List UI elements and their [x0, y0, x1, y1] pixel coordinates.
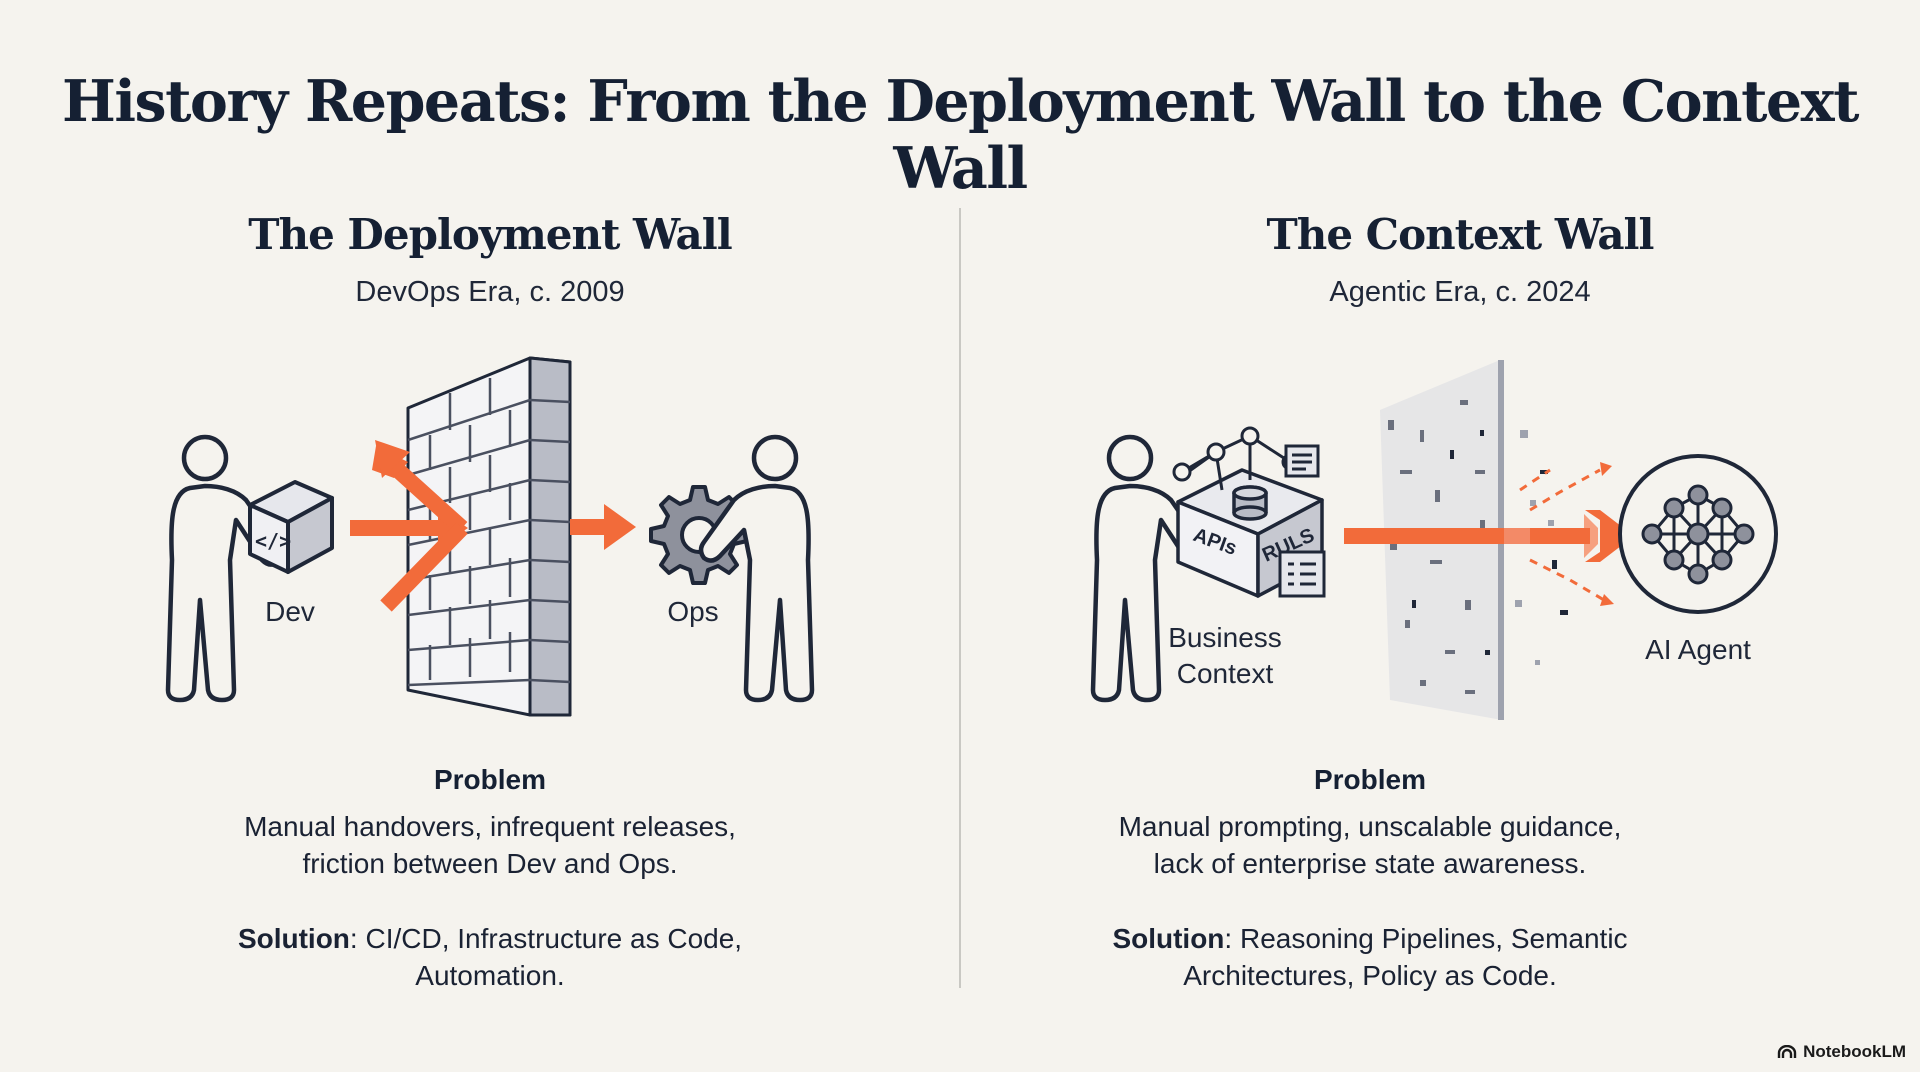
era-devops: DevOps Era, c. 2009	[355, 276, 625, 308]
ai-agent-icon	[1618, 454, 1778, 614]
solution-line: Solution: CI/CD, Infrastructure as Code,	[160, 920, 820, 957]
problem-line: Manual handovers, infrequent releases,	[244, 811, 736, 842]
dashed-arrows-icon	[1519, 468, 1605, 602]
problem-line: friction between Dev and Ops.	[302, 848, 678, 879]
context-illustration: APIs RULS	[1090, 360, 1778, 720]
main-arrow-head-icon	[1600, 510, 1634, 562]
main-title: History Repeats: From the Deployment Wal…	[62, 68, 1859, 202]
era-agentic: Agentic Era, c. 2024	[1329, 276, 1591, 308]
problem-heading-left: Problem	[433, 764, 547, 795]
label-dev: Dev	[265, 596, 315, 627]
label-business-line: Business	[1168, 622, 1282, 653]
pass-arrow-icon	[570, 504, 636, 550]
problem-text-right: Manual prompting, unscalable guidance, l…	[1060, 808, 1680, 882]
code-box-icon: </>	[248, 480, 334, 574]
brand-notebooklm: NotebookLM	[1777, 1042, 1906, 1062]
deployment-wall-panel: The Deployment Wall DevOps Era, c. 2009 …	[160, 210, 820, 994]
panel-title-deployment: The Deployment Wall	[248, 210, 732, 259]
label-context-line: Context	[1176, 658, 1274, 689]
problem-line: lack of enterprise state awareness.	[1153, 848, 1587, 879]
solution-line: Architectures, Policy as Code.	[1183, 960, 1557, 991]
brand-name: NotebookLM	[1803, 1042, 1906, 1061]
solution-label: Solution	[237, 923, 350, 954]
problem-line: Manual prompting, unscalable guidance,	[1118, 811, 1622, 842]
deployment-illustration: </>	[165, 356, 815, 717]
dashed-arrow-heads-icon	[1600, 462, 1614, 606]
problem-text-left: Manual handovers, infrequent releases, f…	[160, 808, 820, 882]
label-business-context: Business Context	[1140, 620, 1310, 692]
solution-text-right: Solution: Reasoning Pipelines, Semantic …	[1060, 920, 1680, 994]
solution-value: : Reasoning Pipelines, Semantic	[1224, 923, 1628, 954]
solution-line: Solution: Reasoning Pipelines, Semantic	[1060, 920, 1680, 957]
solution-value: : CI/CD, Infrastructure as Code,	[349, 923, 743, 954]
problem-heading-right: Problem	[1313, 764, 1427, 795]
solution-label: Solution	[1112, 923, 1225, 954]
brick-wall-icon	[406, 356, 572, 717]
solution-text-left: Solution: CI/CD, Infrastructure as Code,…	[160, 920, 820, 994]
context-arrow-icon	[1344, 510, 1600, 562]
center-divider	[959, 208, 961, 988]
list-document-icon	[1278, 550, 1326, 598]
label-ops: Ops	[667, 596, 719, 627]
ops-person-icon	[698, 434, 815, 703]
context-wall-panel: The Context Wall Agentic Era, c. 2024 AP…	[960, 0, 1920, 1072]
document-icon	[1284, 444, 1320, 478]
dev-person-icon	[165, 434, 284, 703]
code-symbol: </>	[255, 529, 291, 553]
panel-title-context: The Context Wall	[1266, 210, 1655, 259]
bounce-arrow-icon	[350, 440, 468, 612]
label-ai-agent: AI Agent	[1645, 634, 1751, 665]
notebooklm-logo-icon	[1777, 1045, 1797, 1058]
solution-line: Automation.	[415, 960, 565, 991]
